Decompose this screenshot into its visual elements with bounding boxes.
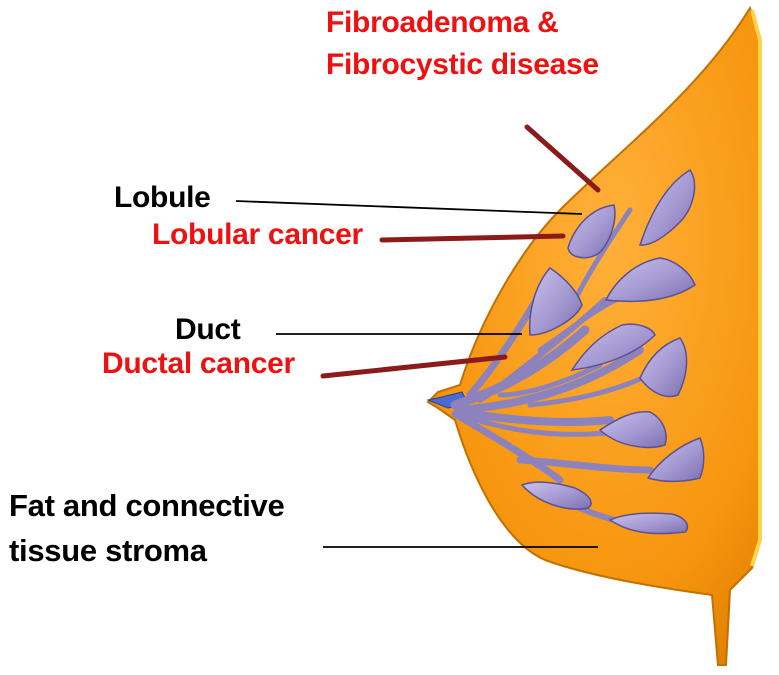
red-leader-lines <box>320 124 601 379</box>
lobule <box>608 512 689 535</box>
duct-branch <box>451 410 564 484</box>
lobule-label: Lobule <box>114 181 211 214</box>
breast-tissue <box>426 5 761 666</box>
fibroadenoma-label-line2: Fibrocystic disease <box>326 48 599 81</box>
stroma-label-line1: Fat and connective <box>9 488 285 523</box>
duct-branch <box>497 362 603 398</box>
duct-branch <box>454 408 614 426</box>
lobule <box>567 204 616 259</box>
lobule <box>528 267 583 336</box>
lobule <box>646 437 705 483</box>
lobule <box>520 481 592 510</box>
lobular-cancer-leader <box>379 233 566 243</box>
ductal-cancer-label: Ductal cancer <box>102 347 295 380</box>
lobule <box>604 257 696 303</box>
fibroadenoma-label-line1: Fibroadenoma & <box>326 6 559 39</box>
duct-branch <box>456 346 644 414</box>
duct-label: Duct <box>175 313 241 346</box>
chest-wall-edge <box>750 9 762 567</box>
fibroadenoma-leader <box>524 124 601 193</box>
stroma-label-line2: tissue stroma <box>9 533 207 568</box>
duct-main <box>450 325 590 410</box>
duct-branch <box>516 456 654 474</box>
ductal-cancer-leader <box>320 354 508 379</box>
lobule-leader <box>235 200 583 215</box>
black-leader-lines <box>235 200 598 548</box>
lobule <box>570 323 656 371</box>
duct-branch <box>572 207 633 303</box>
lobule <box>638 168 696 246</box>
lobular-cancer-label: Lobular cancer <box>152 218 363 251</box>
lobules <box>520 168 705 535</box>
lobule <box>598 411 667 449</box>
lobule <box>639 337 688 398</box>
